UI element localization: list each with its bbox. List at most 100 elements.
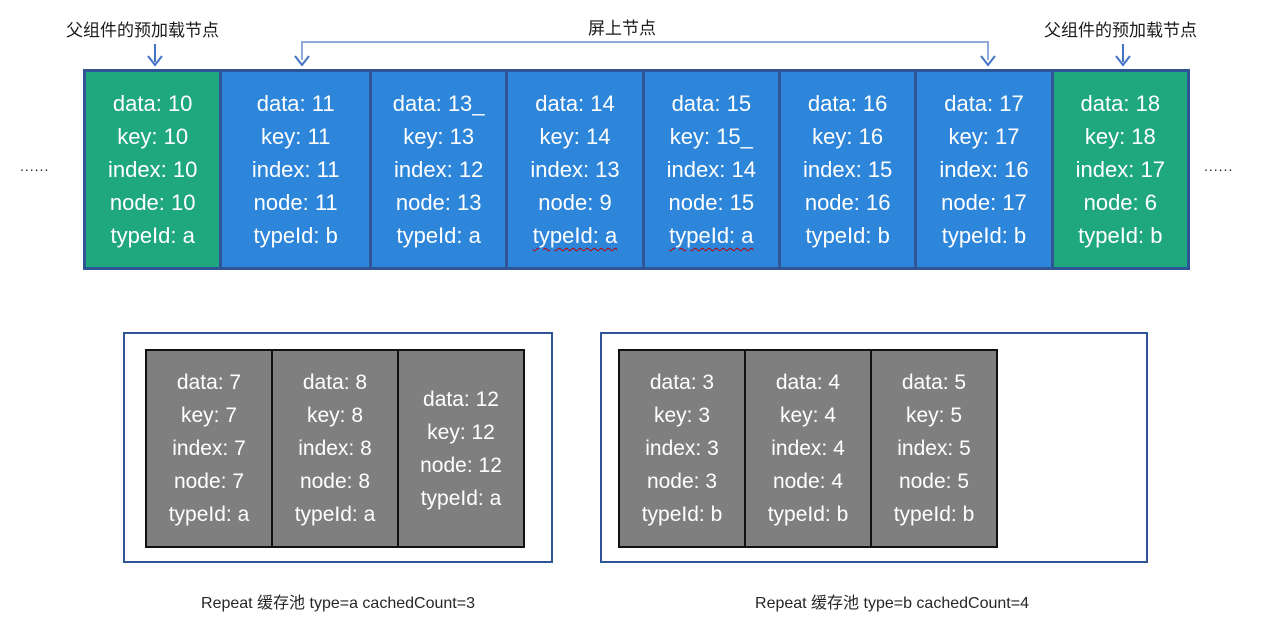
node-cell: data: 14 key: 14 index: 13 node: 9 typeId: a xyxy=(508,72,642,267)
node-field: key: 8 xyxy=(306,404,364,427)
node-field: data: 13_ xyxy=(392,91,485,116)
node-cell: data: 10 key: 10 index: 10 node: 10 typeId: … xyxy=(86,72,220,267)
node-field: key: 5 xyxy=(905,404,963,427)
annotation-arrows xyxy=(147,41,1131,67)
node-field: typeId: a xyxy=(294,503,376,526)
node-field: typeId: b xyxy=(253,223,338,248)
node-cell: data: 18 key: 18 index: 17 node: 6 typeId: b xyxy=(1053,72,1187,267)
node-field: data: 15 xyxy=(671,91,752,116)
node-field: data: 4 xyxy=(775,371,841,394)
preload-label-left: 父组件的预加载节点 xyxy=(66,21,219,40)
node-cell: data: 16 key: 16 index: 15 node: 16 typeId: … xyxy=(780,72,915,267)
node-field: node: 13 xyxy=(395,190,482,215)
node-field: data: 3 xyxy=(649,371,715,394)
down-arrow-icon xyxy=(980,55,996,67)
node-field: typeId: b xyxy=(767,503,849,526)
node-field: typeId: b xyxy=(641,503,723,526)
bracket-line xyxy=(301,41,989,60)
node-field: key: 14 xyxy=(539,124,611,149)
down-arrow-icon xyxy=(147,55,163,67)
node-field: key: 3 xyxy=(653,404,711,427)
node-field: index: 5 xyxy=(897,437,971,460)
node-cell: data: 8 key: 8 index: 8 node: 8 typeId: a xyxy=(271,349,399,548)
node-cell: data: 3 key: 3 index: 3 node: 3 typeId: b xyxy=(618,349,746,548)
node-field: typeId: a xyxy=(420,486,502,510)
cache-pool-a-caption: Repeat 缓存池 type=a cachedCount=3 xyxy=(201,595,475,612)
node-field: typeId: b xyxy=(1078,223,1163,248)
node-field: index: 13 xyxy=(530,157,620,182)
node-field: node: 12 xyxy=(420,453,502,477)
node-field: key: 12 xyxy=(427,420,495,444)
node-field: key: 10 xyxy=(117,124,189,149)
node-field: index: 10 xyxy=(108,157,198,182)
node-field: key: 11 xyxy=(261,124,331,149)
cache-pool-b-caption: Repeat 缓存池 type=b cachedCount=4 xyxy=(755,595,1029,612)
node-field: index: 7 xyxy=(172,437,246,460)
node-field: typeId: b xyxy=(893,503,975,526)
node-cell: data: 15 key: 15_ index: 14 node: 15 typeId:… xyxy=(644,72,778,267)
node-field: data: 7 xyxy=(176,371,242,394)
node-field: node: 5 xyxy=(898,470,970,493)
down-arrow-icon xyxy=(1115,55,1131,67)
node-field: data: 10 xyxy=(112,91,193,116)
down-arrow-icon xyxy=(294,55,310,67)
node-field: typeId: a xyxy=(110,223,195,248)
node-field: key: 4 xyxy=(779,404,837,427)
node-field: node: 6 xyxy=(1083,190,1157,215)
node-field: data: 16 xyxy=(807,91,888,116)
node-field: index: 15 xyxy=(803,157,893,182)
preload-label-right: 父组件的预加载节点 xyxy=(1044,21,1197,40)
node-cell: data: 13_ key: 13 index: 12 node: 13 typeId:… xyxy=(372,72,506,267)
node-field: key: 13 xyxy=(403,124,475,149)
node-field: data: 5 xyxy=(901,371,967,394)
node-field: index: 14 xyxy=(666,157,756,182)
node-field: node: 8 xyxy=(299,470,371,493)
node-row: data: 10 key: 10 index: 10 node: 10 typeId: … xyxy=(83,69,1190,270)
node-field: typeId: a xyxy=(669,223,754,248)
node-field: data: 11 xyxy=(256,91,335,116)
node-field: typeId: a xyxy=(532,223,618,248)
node-field: data: 17 xyxy=(944,91,1024,116)
node-field: typeId: a xyxy=(168,503,250,526)
node-field: node: 17 xyxy=(941,190,1027,215)
node-field: index: 11 xyxy=(251,157,340,182)
node-field: index: 16 xyxy=(939,157,1029,182)
node-field: index: 4 xyxy=(771,437,845,460)
node-field: node: 7 xyxy=(173,470,245,493)
node-field: key: 18 xyxy=(1084,124,1156,149)
node-cell: data: 5 key: 5 index: 5 node: 5 typeId: b xyxy=(870,349,998,548)
node-field: node: 16 xyxy=(804,190,891,215)
node-field: index: 12 xyxy=(394,157,484,182)
node-field: node: 10 xyxy=(109,190,196,215)
node-cell: data: 17 key: 17 index: 16 node: 17 typeId: … xyxy=(917,72,1051,267)
node-field: node: 3 xyxy=(646,470,718,493)
ellipsis-right: ...... xyxy=(1204,158,1234,174)
node-field: key: 17 xyxy=(948,124,1020,149)
ellipsis-left: ...... xyxy=(20,158,50,174)
node-field: key: 7 xyxy=(180,404,238,427)
node-field: index: 17 xyxy=(1075,157,1165,182)
node-cell: data: 11 key: 11 index: 11 node: 11 typeId: … xyxy=(222,72,369,267)
node-field: index: 8 xyxy=(298,437,372,460)
node-field: key: 16 xyxy=(812,124,884,149)
onscreen-label: 屏上节点 xyxy=(588,19,656,38)
node-field: node: 9 xyxy=(538,190,612,215)
node-field: key: 15_ xyxy=(669,124,753,149)
node-field: data: 14 xyxy=(535,91,615,116)
node-field: node: 11 xyxy=(253,190,338,215)
node-field: data: 8 xyxy=(302,371,368,394)
node-field: typeId: b xyxy=(805,223,890,248)
node-field: data: 18 xyxy=(1080,91,1161,116)
node-field: node: 15 xyxy=(668,190,755,215)
node-cell: data: 7 key: 7 index: 7 node: 7 typeId: a xyxy=(145,349,273,548)
node-field: typeId: a xyxy=(396,223,481,248)
node-field: typeId: b xyxy=(941,223,1027,248)
node-field: index: 3 xyxy=(645,437,719,460)
